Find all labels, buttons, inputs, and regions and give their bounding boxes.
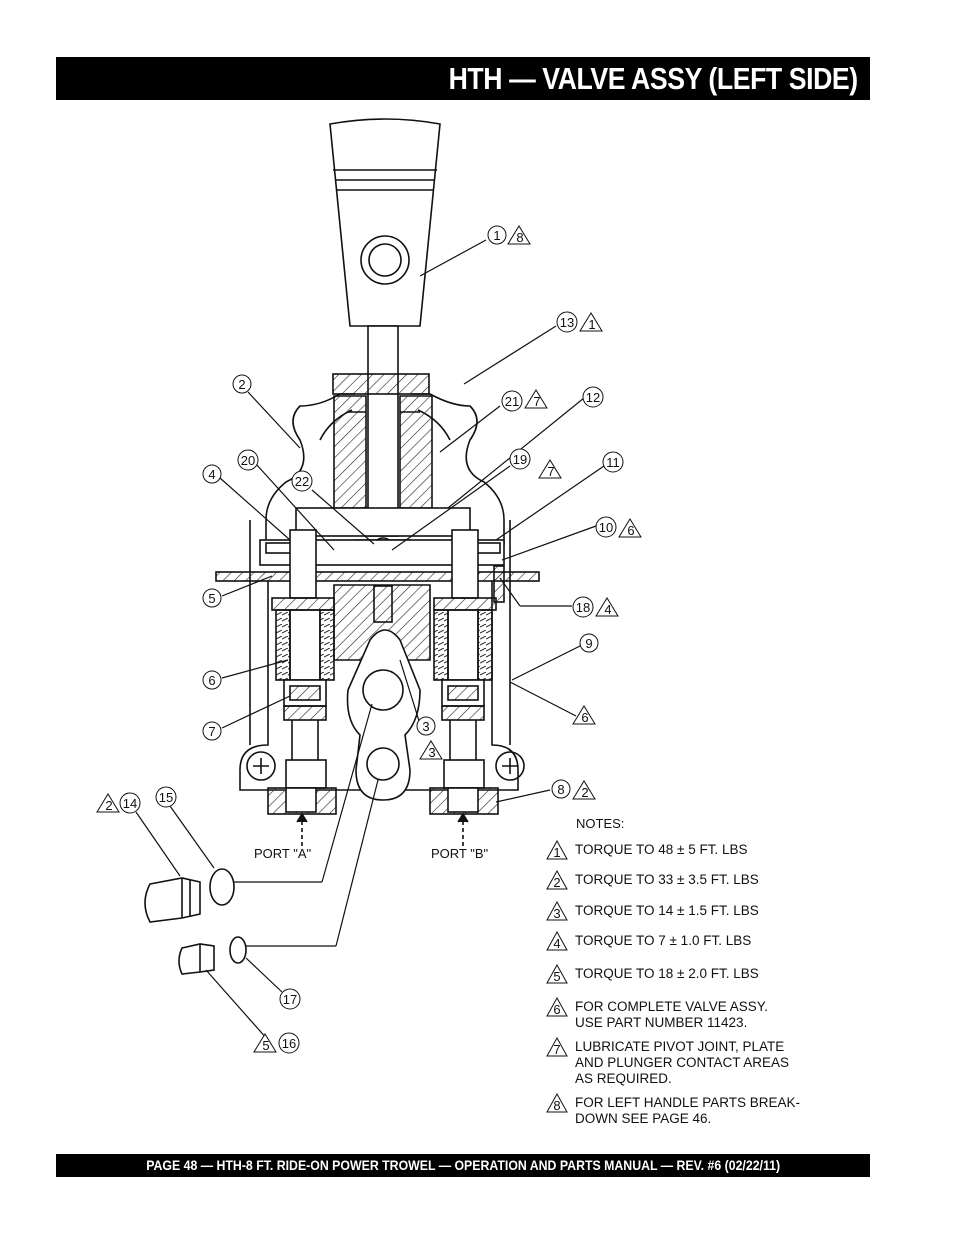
footer-text: PAGE 48 — HTH-8 FT. RIDE-ON POWER TROWEL… [146,1157,780,1173]
leader-lines [135,239,605,1041]
callout-2-number: 2 [238,377,245,392]
note-6-triangle-icon: 6 [546,997,568,1017]
svg-text:3: 3 [553,906,560,921]
note-7-triangle-icon: 7 [546,1037,568,1057]
page-header: HTH — VALVE ASSY (LEFT SIDE) [56,57,870,100]
callout-16: 5 16 [253,1032,300,1054]
svg-text:6: 6 [553,1002,560,1017]
callout-12: 12 [582,386,604,408]
callout-2: 2 [232,374,252,394]
callout-8: 8 2 [551,779,596,800]
callout-19-note: 7 [547,464,554,479]
callout-13-note: 1 [588,317,595,332]
callout-12-number: 12 [586,390,600,405]
callout-21-note: 7 [533,394,540,409]
callout-17: 17 [279,988,301,1010]
svg-text:8: 8 [553,1098,560,1113]
note-4-text: TORQUE TO 7 ± 1.0 FT. LBS [575,933,752,948]
note-1-triangle-icon: 1 [546,840,568,860]
callout-20-number: 20 [241,453,255,468]
note-5-triangle-icon: 5 [546,964,568,984]
note-2-triangle-icon: 2 [546,870,568,890]
callout-4: 4 [202,464,222,484]
callout-14: 2 14 [96,792,141,814]
note-8-text: FOR LEFT HANDLE PARTS BREAK- DOWN SEE PA… [575,1095,801,1126]
note-5-text: TORQUE TO 18 ± 2.0 FT. LBS [575,966,759,981]
port-b-label: PORT "B" [431,846,489,861]
callout-15-number: 15 [159,790,173,805]
callout-15: 15 [155,786,177,808]
svg-text:5: 5 [553,969,560,984]
callout-16-note: 5 [262,1038,269,1053]
note-4-triangle-icon: 4 [546,931,568,951]
callout-1: 1 8 [487,225,531,245]
callout-22: 22 [291,470,313,492]
callout-18-note: 4 [604,602,611,617]
callout-11: 11 [602,451,624,473]
callout-20: 20 [237,449,259,471]
callout-5-number: 5 [208,591,215,606]
port-a-label: PORT "A" [254,846,312,861]
callout-9-number: 9 [585,636,592,651]
callout-18-number: 18 [576,600,590,615]
page-footer: PAGE 48 — HTH-8 FT. RIDE-ON POWER TROWEL… [56,1154,870,1177]
callout-14-number: 14 [123,796,137,811]
callout-5: 5 [202,588,222,608]
callout-1-number: 1 [493,228,500,243]
svg-text:1: 1 [553,845,560,860]
callout-22-number: 22 [295,474,309,489]
page-title: HTH — VALVE ASSY (LEFT SIDE) [448,61,859,96]
callout-13-number: 13 [560,315,574,330]
callout-19: 19 7 [509,448,562,479]
svg-text:2: 2 [553,875,560,890]
callout-18: 18 4 [572,596,619,618]
callout-21-number: 21 [505,394,519,409]
note-2-text: TORQUE TO 33 ± 3.5 FT. LBS [575,872,759,887]
callout-17-number: 17 [283,992,297,1007]
callout-14-note: 2 [105,798,112,813]
callout-10-note: 6 [627,523,634,538]
callout-13: 13 1 [556,311,603,333]
callout-8-note: 2 [581,785,588,800]
notes-title: NOTES: [576,816,625,831]
note-7-text: LUBRICATE PIVOT JOINT, PLATE AND PLUNGER… [575,1039,790,1086]
callout-6-number: 6 [208,673,215,688]
note-8-triangle-icon: 8 [546,1093,568,1113]
callout-valve-assy-note-number: 6 [581,710,588,725]
note-3-triangle-icon: 3 [546,901,568,921]
callout-4-number: 4 [208,467,215,482]
svg-text:7: 7 [553,1042,560,1057]
callout-1-note: 8 [516,230,523,245]
note-6-text: FOR COMPLETE VALVE ASSY. USE PART NUMBER… [575,999,768,1030]
note-3-text: TORQUE TO 14 ± 1.5 FT. LBS [575,903,759,918]
callout-3-note: 3 [428,745,435,760]
drawing-lines [144,118,540,975]
callout-7: 7 [202,721,222,741]
callout-3: 3 3 [416,716,443,760]
callout-21: 21 7 [501,389,548,412]
callout-9: 9 [579,633,599,653]
callout-19-number: 19 [513,452,527,467]
callout-7-number: 7 [208,724,215,739]
svg-text:4: 4 [553,936,560,951]
callout-10: 10 6 [595,516,642,538]
callout-6: 6 [202,670,222,690]
callout-10-number: 10 [599,520,613,535]
callout-valve-assy-note: 6 [572,705,596,725]
callout-8-number: 8 [557,782,564,797]
callout-3-number: 3 [422,719,429,734]
callout-11-number: 11 [606,455,620,470]
note-1-text: TORQUE TO 48 ± 5 FT. LBS [575,842,748,857]
callout-16-number: 16 [282,1036,296,1051]
